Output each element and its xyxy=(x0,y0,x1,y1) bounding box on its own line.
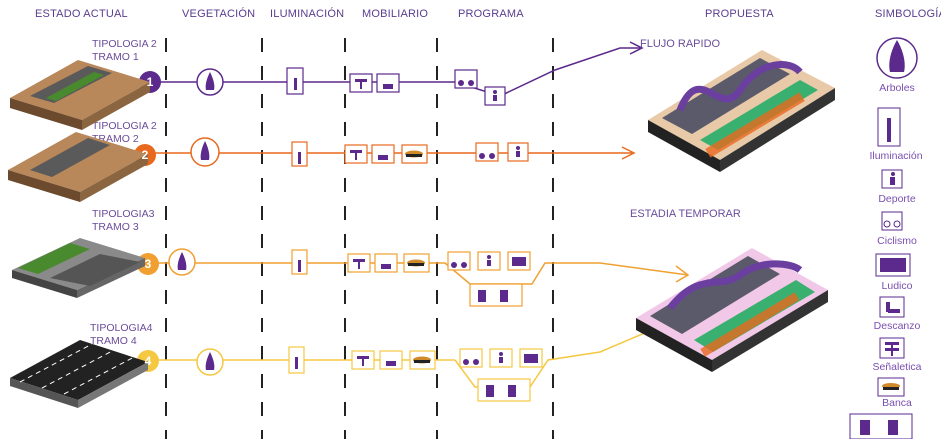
street-block-3 xyxy=(12,238,145,298)
legend-label-ludico: Ludico xyxy=(881,280,913,292)
legend-runner-icon xyxy=(881,169,903,189)
header-propuesta: PROPUESTA xyxy=(705,8,774,20)
header-programa: PROGRAMA xyxy=(458,8,524,20)
header-simbologia: SIMBOLOGÍA xyxy=(875,8,941,20)
column-dividers xyxy=(165,38,554,439)
legend-label-senaletica: Señaletica xyxy=(872,361,922,373)
header-estado-actual: ESTADO ACTUAL xyxy=(35,8,128,20)
legend-signpost-icon xyxy=(879,337,905,359)
street-block-1 xyxy=(10,60,150,130)
header-vegetacion: VEGETACIÓN xyxy=(182,8,256,20)
row1-number: 1 xyxy=(146,75,154,89)
legend-label-descanzo: Descanzo xyxy=(873,320,921,332)
row-number-circles xyxy=(134,71,161,372)
legend-tree-icon xyxy=(876,37,918,79)
row4-number: 4 xyxy=(144,354,152,368)
legend-streetlight-icon xyxy=(877,107,901,147)
street-block-2 xyxy=(8,132,148,202)
row3-number: 3 xyxy=(144,257,152,271)
illumination-icons xyxy=(286,67,308,374)
legend-play-icon xyxy=(875,253,911,277)
legend-bicycle-icon xyxy=(881,211,903,231)
proposal-fast-flow xyxy=(648,50,835,172)
legend-label-banca: Banca xyxy=(882,397,912,409)
furniture-icons xyxy=(344,73,436,370)
vegetation-tree-icons xyxy=(168,68,224,376)
street-block-4 xyxy=(10,340,148,408)
flujo-rapido-label: FLUJO RAPIDO xyxy=(640,38,721,50)
legend-bench-icon xyxy=(877,377,905,397)
legend-label-deporte: Deporte xyxy=(878,193,916,205)
header-mobiliario: MOBILIARIO xyxy=(362,8,429,20)
header-iluminacion: ILUMINACIÓN xyxy=(270,8,345,20)
legend-label-iluminacion: Iluminación xyxy=(869,150,923,162)
legend-label-ciclismo: Ciclismo xyxy=(877,235,917,247)
legend-label-arboles: Arboles xyxy=(879,82,915,94)
row2-number: 2 xyxy=(141,148,149,162)
estadia-temporal-label: ESTADIA TEMPORAR xyxy=(630,208,741,220)
legend-bench-sit-icon xyxy=(879,296,905,318)
proposal-temporary-stay xyxy=(636,248,828,372)
legend-exercise-icon xyxy=(849,413,913,439)
program-icons xyxy=(447,69,543,402)
